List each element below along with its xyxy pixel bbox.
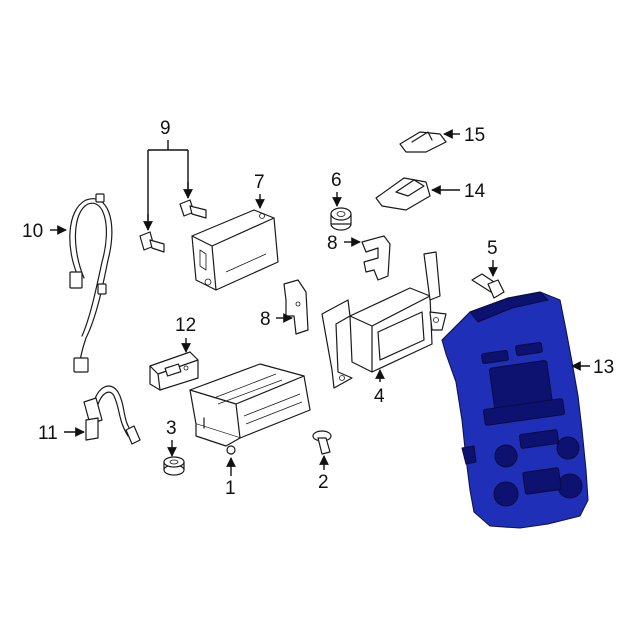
part-9-bolts	[139, 199, 207, 253]
bezel-knob-upper-right	[556, 436, 580, 460]
callout-11: 11	[38, 423, 58, 444]
callout-labels: 9 10 11 12 7 6 8 8 4 5 13 14 15 3 2 1	[22, 118, 614, 499]
part-8-bracket-lower	[283, 279, 309, 335]
leader-lines	[50, 129, 590, 476]
bezel-lower-slot	[483, 398, 565, 426]
part-13-bezel	[441, 291, 589, 529]
callout-14: 14	[464, 181, 486, 202]
bezel-side-tab	[461, 445, 477, 465]
callout-7: 7	[254, 172, 265, 193]
part-10-harness	[69, 193, 113, 373]
part-15-bracket	[399, 131, 447, 153]
callout-4: 4	[374, 386, 385, 407]
callout-15: 15	[464, 125, 485, 146]
part-14-bracket	[375, 177, 431, 211]
bezel-vent-left	[481, 349, 509, 365]
bezel-vent-right	[515, 341, 543, 357]
callout-8-lower: 8	[260, 309, 271, 330]
callout-12: 12	[175, 315, 196, 336]
callout-10: 10	[22, 221, 43, 242]
callout-2: 2	[318, 472, 329, 493]
callout-13: 13	[593, 357, 614, 378]
part-11-cable	[83, 385, 141, 445]
part-6-grommet	[330, 207, 352, 231]
part-5-bolt	[471, 273, 505, 299]
bezel-knob-lower-right	[557, 473, 583, 499]
part-1-receiver	[189, 363, 311, 455]
bezel-button-row-lower	[522, 467, 562, 495]
callout-6: 6	[331, 170, 342, 191]
bezel-button-row-upper	[518, 429, 560, 449]
callout-3: 3	[166, 418, 177, 439]
part-4-bracket-unit	[321, 251, 447, 389]
callout-8-upper: 8	[327, 233, 338, 254]
callout-5: 5	[487, 238, 498, 259]
bezel-knob-upper-left	[494, 444, 518, 468]
part-8-bracket-upper	[361, 235, 391, 281]
part-7-module	[191, 209, 279, 291]
part-2-pin	[312, 430, 332, 455]
part-3-nut	[163, 456, 185, 476]
leader-9	[147, 140, 189, 228]
callout-9: 9	[160, 118, 171, 139]
bezel-top-rim	[469, 291, 549, 323]
callout-1: 1	[225, 478, 236, 499]
bezel-knob-lower-left	[493, 481, 519, 507]
part-12-module	[149, 351, 199, 391]
